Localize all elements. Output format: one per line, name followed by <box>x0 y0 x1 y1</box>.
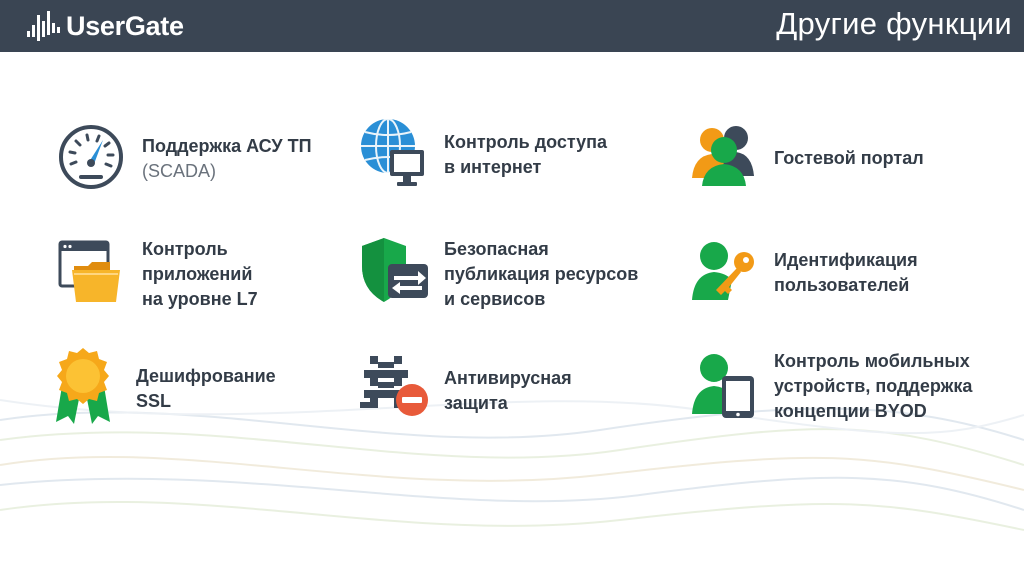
user-tablet-icon <box>692 354 754 418</box>
virus-block-icon <box>360 356 428 416</box>
brand-logo[interactable]: UserGate <box>26 8 184 44</box>
shield-arrows-icon <box>362 238 428 302</box>
feature-apps-label: Контроль приложений на уровне L7 <box>142 239 258 309</box>
usergate-logo-icon <box>27 11 60 41</box>
feature-publish-label: Безопасная публикация ресурсов и сервисо… <box>444 239 639 309</box>
decorative-waves <box>0 399 1024 531</box>
brand-name: UserGate <box>66 10 184 41</box>
users-icon <box>692 126 754 186</box>
feature-scada-label: Поддержка АСУ ТП (SCADA) <box>142 136 312 181</box>
user-key-icon <box>692 242 754 300</box>
feature-internet-label: Контроль доступа в интернет <box>444 132 608 177</box>
feature-ssl-label: Дешифрование SSL <box>136 366 276 411</box>
certificate-badge-icon <box>56 348 110 424</box>
feature-mobile-label: Контроль мобильных устройств, поддержка … <box>774 351 973 421</box>
globe-monitor-icon <box>361 118 424 186</box>
feature-guest-label: Гостевой портал <box>774 148 924 168</box>
feature-antivirus-label: Антивирусная защита <box>444 368 572 413</box>
page-title: Другие функции <box>776 6 1012 41</box>
header-bar: UserGate Другие функции <box>0 0 1024 52</box>
feature-identity-label: Идентификация пользователей <box>774 250 918 295</box>
gauge-icon <box>59 125 123 189</box>
window-folder-icon <box>58 240 120 302</box>
